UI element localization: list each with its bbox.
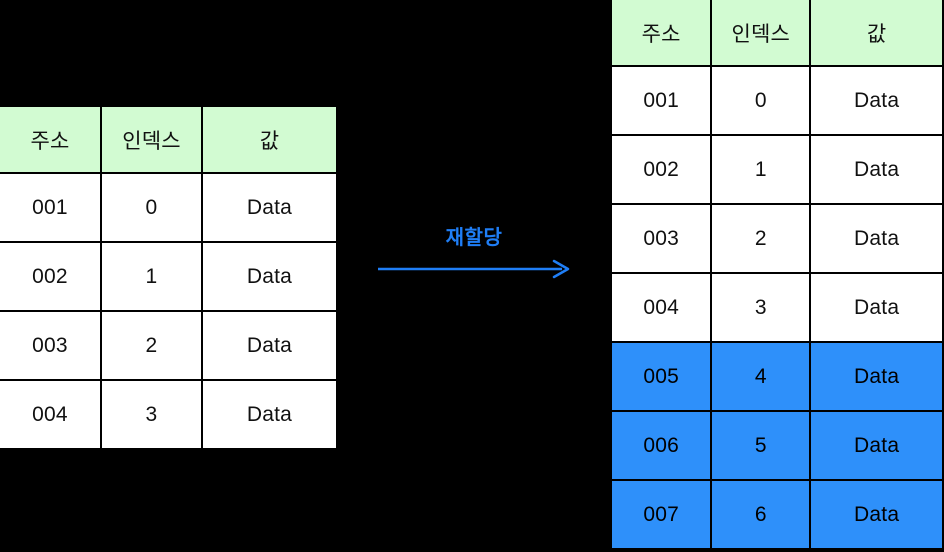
cell-value: Data xyxy=(809,65,944,136)
table-row: 003 2 Data xyxy=(609,203,944,274)
cell-address: 002 xyxy=(609,134,713,205)
cell-index: 0 xyxy=(100,172,203,243)
cell-value: Data xyxy=(809,479,944,550)
cell-value: Data xyxy=(809,341,944,412)
table-row: 001 0 Data xyxy=(609,65,944,136)
reallocation-arrow-group: 재할당 xyxy=(376,225,572,287)
cell-address: 006 xyxy=(609,410,713,481)
before-reallocation-table: 주소 인덱스 값 001 0 Data 002 1 Data 003 2 Dat… xyxy=(0,105,338,450)
cell-value: Data xyxy=(201,310,338,381)
table-body: 001 0 Data 002 1 Data 003 2 Data 004 3 D… xyxy=(609,65,944,550)
cell-value: Data xyxy=(809,410,944,481)
table-row-highlighted: 006 5 Data xyxy=(609,410,944,481)
table-row: 004 3 Data xyxy=(609,272,944,343)
cell-address: 002 xyxy=(0,241,102,312)
table-row: 002 1 Data xyxy=(609,134,944,205)
cell-address: 005 xyxy=(609,341,713,412)
table-header-row: 주소 인덱스 값 xyxy=(609,0,944,67)
header-cell-address: 주소 xyxy=(609,0,713,67)
cell-value: Data xyxy=(201,241,338,312)
cell-index: 4 xyxy=(710,341,812,412)
cell-index: 5 xyxy=(710,410,812,481)
table-row: 001 0 Data xyxy=(0,172,338,243)
cell-value: Data xyxy=(201,379,338,450)
header-cell-index: 인덱스 xyxy=(100,105,203,174)
cell-index: 3 xyxy=(710,272,812,343)
cell-index: 2 xyxy=(100,310,203,381)
cell-address: 001 xyxy=(609,65,713,136)
cell-value: Data xyxy=(809,134,944,205)
cell-value: Data xyxy=(201,172,338,243)
header-cell-value: 값 xyxy=(201,105,338,174)
table-row-highlighted: 005 4 Data xyxy=(609,341,944,412)
table-header-row: 주소 인덱스 값 xyxy=(0,105,338,174)
cell-value: Data xyxy=(809,203,944,274)
header-cell-value: 값 xyxy=(809,0,944,67)
cell-address: 004 xyxy=(0,379,102,450)
cell-index: 2 xyxy=(710,203,812,274)
cell-index: 6 xyxy=(710,479,812,550)
cell-address: 003 xyxy=(0,310,102,381)
cell-value: Data xyxy=(809,272,944,343)
cell-address: 004 xyxy=(609,272,713,343)
reallocation-label: 재할당 xyxy=(445,227,503,249)
table-row-highlighted: 007 6 Data xyxy=(609,479,944,550)
after-reallocation-table: 주소 인덱스 값 001 0 Data 002 1 Data 003 2 Dat… xyxy=(609,0,944,550)
cell-address: 003 xyxy=(609,203,713,274)
table-row: 003 2 Data xyxy=(0,310,338,381)
cell-index: 3 xyxy=(100,379,203,450)
arrow-right-icon xyxy=(378,259,570,279)
header-cell-index: 인덱스 xyxy=(710,0,812,67)
header-cell-address: 주소 xyxy=(0,105,102,174)
cell-index: 1 xyxy=(710,134,812,205)
table-row: 002 1 Data xyxy=(0,241,338,312)
table-row: 004 3 Data xyxy=(0,379,338,450)
table-body: 001 0 Data 002 1 Data 003 2 Data 004 3 D… xyxy=(0,172,338,450)
cell-index: 0 xyxy=(710,65,812,136)
cell-address: 001 xyxy=(0,172,102,243)
cell-address: 007 xyxy=(609,479,713,550)
cell-index: 1 xyxy=(100,241,203,312)
